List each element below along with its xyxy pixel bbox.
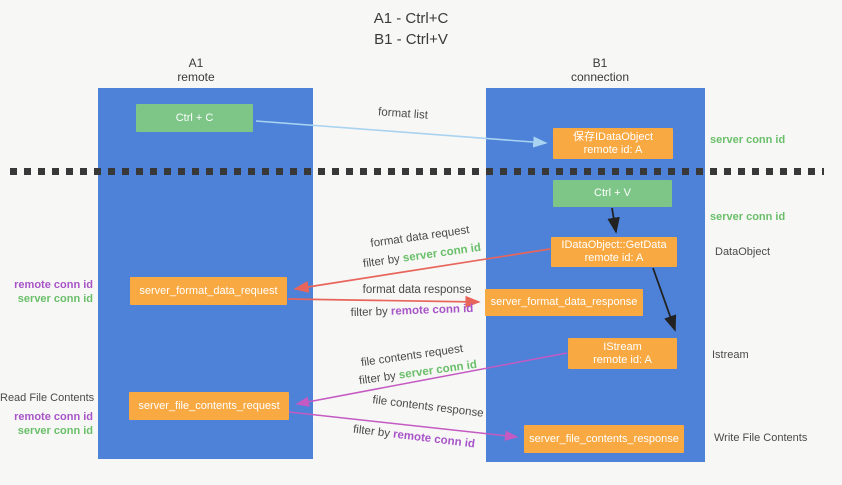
istream-side-label: Istream <box>712 349 749 361</box>
server-conn-id-label: server conn id <box>17 293 93 305</box>
dataobject-label: DataObject <box>715 246 771 258</box>
server-format-data-request-label: server_format_data_request <box>139 284 278 297</box>
filter-by-remote-conn-id-label-1: filter by remote conn id <box>350 303 473 319</box>
filter-by-text: filter by <box>350 305 392 320</box>
istream-line1: IStream <box>603 340 642 353</box>
server-format-data-response-node: server_format_data_response <box>485 289 643 316</box>
save-dataobject-line1: 保存IDataObject <box>572 130 654 143</box>
server-file-contents-request-label: server_file_contents_request <box>138 399 280 412</box>
istream-line2: remote id: A <box>593 353 652 366</box>
server-file-contents-response-node: server_file_contents_response <box>524 425 684 453</box>
server-file-contents-response-label: server_file_contents_response <box>529 432 679 445</box>
filter-by-text: filter by <box>362 252 404 271</box>
left-conn-id-pair-1: remote conn id server conn id <box>0 278 93 306</box>
ctrl-v-node: Ctrl + V <box>553 180 672 207</box>
istream-node: IStream remote id: A <box>568 338 677 369</box>
save-dataobject-node: 保存IDataObject remote id: A <box>553 128 673 159</box>
right-column-name: connection <box>570 70 630 84</box>
right-column-header: B1 connection <box>550 56 650 84</box>
server-conn-id-label-top: server conn id <box>710 134 786 146</box>
write-file-contents-label: Write File Contents <box>714 432 808 444</box>
filter-by-text: filter by <box>352 423 394 441</box>
filter-by-text: filter by <box>358 369 400 388</box>
server-conn-id-label: server conn id <box>17 425 93 437</box>
save-dataobject-line2: remote id: A <box>583 143 643 156</box>
dotted-separator-line <box>10 168 824 175</box>
server-file-contents-request-node: server_file_contents_request <box>129 392 289 420</box>
ctrl-v-label: Ctrl + V <box>594 187 631 199</box>
format-data-response-label: format data response <box>362 284 472 296</box>
read-file-contents-label: Read File Contents <box>0 392 95 404</box>
remote-conn-id-label: remote conn id <box>14 279 93 291</box>
getdata-node: IDataObject::GetData remote id: A <box>551 237 677 267</box>
left-column-name: remote <box>177 70 215 84</box>
title-line-1: A1 - Ctrl+C <box>373 10 449 27</box>
remote-conn-id-text: remote conn id <box>392 428 476 451</box>
ctrl-c-label: Ctrl + C <box>175 111 214 124</box>
filter-by-remote-conn-id-label-2: filter by remote conn id <box>352 424 475 451</box>
getdata-line2: remote id: A <box>584 252 644 264</box>
remote-conn-id-label: remote conn id <box>14 411 93 423</box>
remote-conn-id-text: remote conn id <box>390 302 474 318</box>
server-conn-id-text: server conn id <box>402 241 482 265</box>
server-format-data-response-label: server_format_data_response <box>490 296 638 308</box>
title-line-2: B1 - Ctrl+V <box>374 31 448 48</box>
left-conn-id-pair-2: remote conn id server conn id <box>0 410 93 438</box>
getdata-line1: IDataObject::GetData <box>561 239 667 251</box>
server-conn-id-label-mid: server conn id <box>710 211 786 223</box>
format-list-label: format list <box>377 106 429 122</box>
file-contents-response-label: file contents response <box>371 394 485 420</box>
ctrl-c-node: Ctrl + C <box>136 104 253 132</box>
left-column-header: A1 remote <box>146 56 246 84</box>
left-column-id: A1 <box>188 56 204 70</box>
diagram-title: A1 - Ctrl+C B1 - Ctrl+V <box>311 8 511 50</box>
format-data-response-arrow <box>287 295 481 308</box>
right-column-id: B1 <box>592 56 608 70</box>
server-format-data-request-node: server_format_data_request <box>130 277 287 305</box>
